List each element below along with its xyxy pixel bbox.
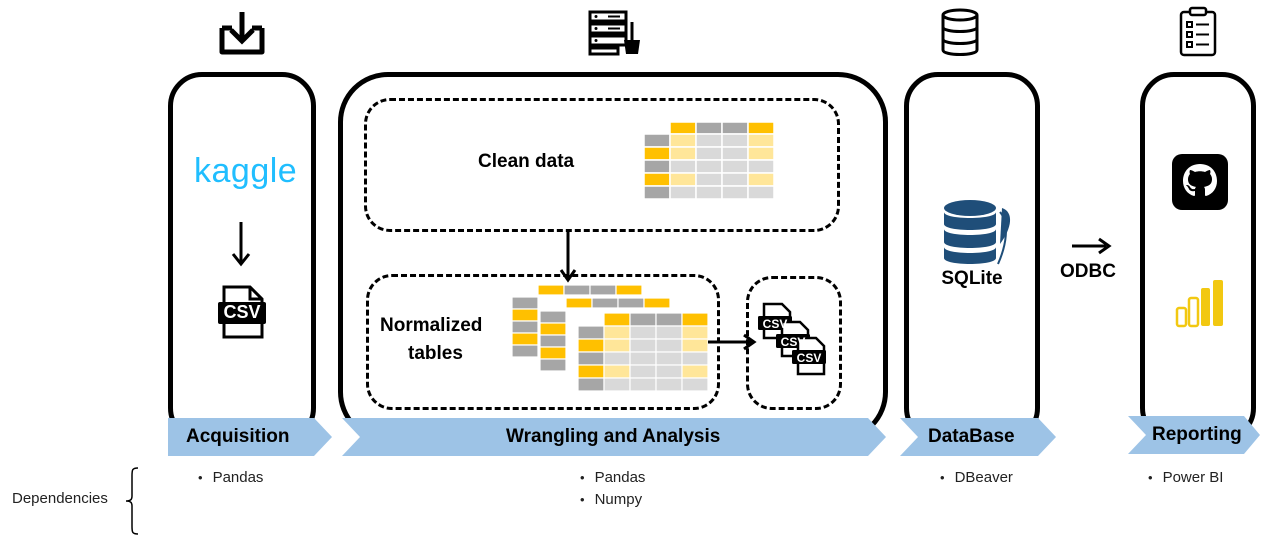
sqlite-label: SQLite	[941, 268, 1003, 289]
csv-stack-label-1: CSV	[762, 317, 788, 331]
checklist-icon	[1179, 6, 1217, 57]
normalized-tables-icon	[512, 284, 709, 392]
dependency-item: Pandas	[198, 469, 264, 486]
github-icon	[1172, 154, 1228, 210]
csv-stack-label-3: CSV	[796, 351, 822, 365]
csv-stack-label-2: CSV	[780, 335, 806, 349]
csv-files-stack-icon	[758, 302, 826, 376]
powerbi-icon	[1175, 280, 1223, 328]
dependencies-label: Dependencies	[12, 490, 108, 507]
dependency-item: Numpy	[580, 491, 643, 508]
acquisition-label: Acquisition	[186, 426, 290, 447]
acquisition-ribbon	[168, 418, 332, 456]
database-panel	[904, 72, 1040, 442]
clean-data-box	[364, 98, 840, 232]
clean-table-icon	[643, 121, 774, 200]
database-ribbon	[900, 418, 1056, 456]
csv-file-icon	[218, 285, 266, 339]
kaggle-logo: kaggle	[194, 152, 298, 190]
down-arrow-icon	[231, 222, 251, 267]
csv-export-box	[746, 276, 842, 410]
csv-file-label: CSV	[223, 302, 261, 322]
database-icon	[941, 8, 979, 56]
odbc-label: ODBC	[1060, 261, 1116, 282]
dependency-item: DBeaver	[940, 469, 1013, 486]
download-icon	[219, 12, 265, 55]
reporting-panel	[1140, 72, 1256, 442]
dependencies-brace	[125, 467, 139, 535]
reporting-label: Reporting	[1152, 424, 1242, 445]
sqlite-logo-icon	[944, 200, 1011, 265]
wrangling-ribbon	[342, 418, 886, 456]
database-label: DataBase	[928, 426, 1015, 447]
dependency-item: Pandas	[580, 469, 646, 486]
odbc-arrow-icon	[1072, 237, 1112, 255]
reporting-ribbon	[1128, 416, 1260, 454]
wrangling-label: Wrangling and Analysis	[506, 426, 721, 447]
normalized-tables-line2: tables	[408, 343, 463, 364]
clean-data-title: Clean data	[478, 151, 575, 172]
clean-to-normalized-arrow	[559, 230, 577, 283]
dependency-item: Power BI	[1148, 469, 1224, 486]
server-cleaning-icon	[588, 10, 640, 56]
normalized-tables-line1: Normalized	[380, 315, 483, 336]
